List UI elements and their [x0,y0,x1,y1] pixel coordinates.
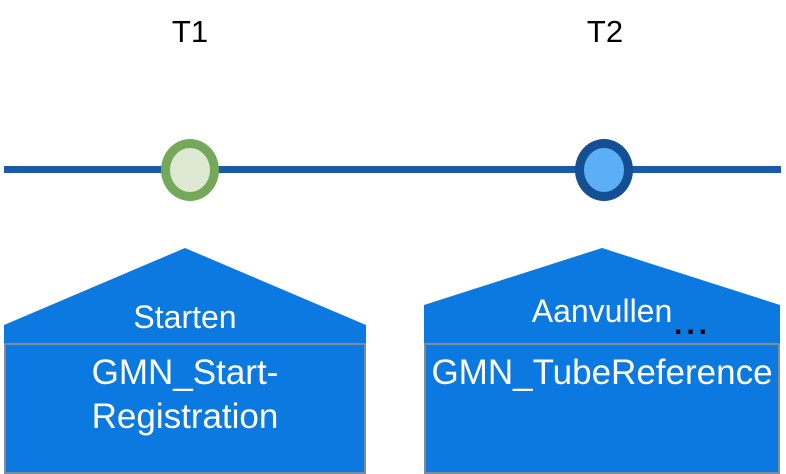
time-marker-label-t2: T2 [586,14,624,49]
timeline-node-t2[interactable] [575,139,633,201]
roof-shape-aanvullen [424,246,780,347]
time-marker-label-t1: T1 [171,14,209,49]
process-step-starten[interactable]: Starten GMN_Start-Registration [4,246,366,474]
roof-shape-starten [4,246,366,347]
step-action-label-aanvullen: Aanvullen [531,293,673,329]
timeline-node-t1[interactable] [161,139,219,201]
body-shape-aanvullen: GMN_TubeReference [424,343,780,474]
step-object-label-starten: GMN_Start-Registration [91,353,279,436]
step-object-label-aanvullen: GMN_TubeReference [431,353,773,392]
process-step-aanvullen[interactable]: Aanvullen GMN_TubeReference [424,246,780,474]
timeline-axis [4,166,781,173]
ellipsis-icon: ... [674,308,712,341]
body-shape-starten: GMN_Start-Registration [4,343,366,474]
step-action-label-starten: Starten [133,299,237,335]
